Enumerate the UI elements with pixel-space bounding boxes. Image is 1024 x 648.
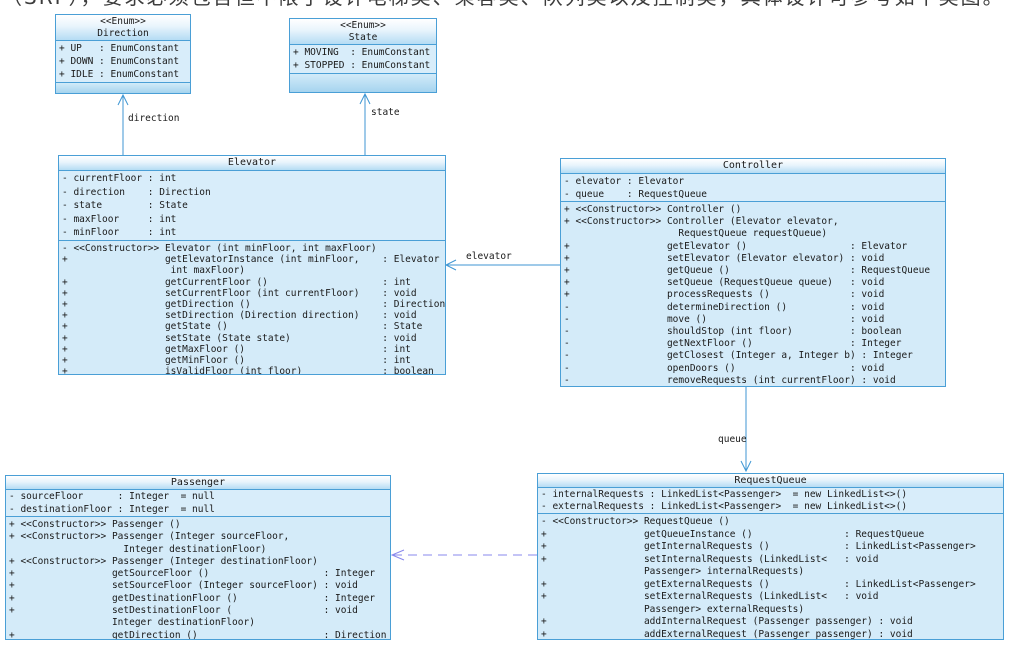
methods-compartment-empty [56,83,190,93]
methods-compartment-empty [290,74,436,92]
association-controller-requestqueue [740,387,752,473]
association-label-direction: direction [128,113,180,124]
requirement-text: （SRP），要求必须包含但不限于设计电梯类、乘客类、队列类以及控制类，具体设计可… [2,0,1005,8]
attributes-compartment: - currentFloor : int - direction : Direc… [59,171,445,241]
class-header-direction: <<Enum>> Direction [56,15,190,41]
association-label-state: state [371,107,400,118]
methods-compartment: + <<Constructor>> Passenger () + <<Const… [6,517,390,639]
class-name: Direction [97,28,149,39]
methods-compartment: - <<Constructor>> Elevator (int minFloor… [59,241,445,374]
stereotype-label: <<Enum>> [340,20,386,31]
class-box-requestqueue: RequestQueue - internalRequests : Linked… [537,473,1004,640]
attributes-compartment: + UP : EnumConstant + DOWN : EnumConstan… [56,41,190,83]
class-header-requestqueue: RequestQueue [538,474,1003,488]
class-header-passenger: Passenger [6,476,390,490]
association-elevator-state [359,92,371,155]
attributes-compartment: - internalRequests : LinkedList<Passenge… [538,488,1003,514]
stereotype-label: <<Enum>> [100,16,146,27]
class-header-controller: Controller [561,159,945,174]
association-label-queue: queue [718,434,747,445]
attributes-compartment: - sourceFloor : Integer = null - destina… [6,490,390,517]
class-box-direction: <<Enum>> Direction + UP : EnumConstant +… [55,14,191,94]
association-elevator-direction [117,93,129,155]
dependency-requestqueue-passenger [390,549,537,561]
class-name: State [348,32,378,43]
class-box-elevator: Elevator - currentFloor : int - directio… [58,155,446,375]
class-box-passenger: Passenger - sourceFloor : Integer = null… [5,475,391,640]
methods-compartment: - <<Constructor>> RequestQueue () + getQ… [538,514,1003,639]
class-box-controller: Controller - elevator : Elevator - queue… [560,158,946,387]
class-box-state: <<Enum>> State + MOVING : EnumConstant +… [289,18,437,93]
methods-compartment: + <<Constructor>> Controller () + <<Cons… [561,202,945,386]
association-label-elevator: elevator [466,251,512,262]
class-header-elevator: Elevator [59,156,445,171]
attributes-compartment: + MOVING : EnumConstant + STOPPED : Enum… [290,45,436,74]
class-header-state: <<Enum>> State [290,19,436,45]
attributes-compartment: - elevator : Elevator - queue : RequestQ… [561,174,945,202]
